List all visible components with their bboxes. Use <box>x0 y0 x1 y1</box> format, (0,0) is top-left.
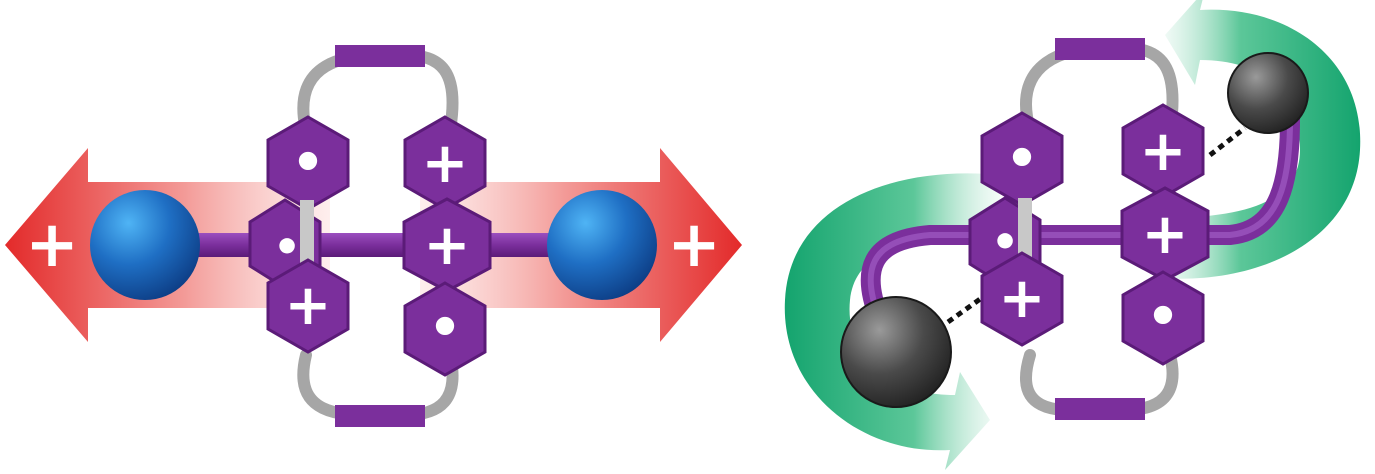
left-axle <box>140 233 605 257</box>
hexagon <box>403 281 487 377</box>
left-bottom-clip <box>335 405 425 427</box>
ring-mark: • <box>273 222 301 273</box>
ring-mark: + <box>1142 202 1189 267</box>
left-panel: + + • + + + • • <box>5 45 742 427</box>
ring-mark: • <box>991 217 1019 268</box>
left-top-clip <box>335 45 425 67</box>
green-arrow-top-right <box>1160 0 1361 279</box>
right-ring-left-column: • + <box>968 111 1064 347</box>
ring-mark: + <box>422 131 469 196</box>
hexagon <box>980 251 1064 347</box>
ring-mark: • <box>1146 287 1179 347</box>
left-blue-ball <box>90 190 200 300</box>
dashed-bond-top <box>1208 126 1247 157</box>
left-ring-right-column: + + • <box>402 115 492 377</box>
ring-mark: + <box>285 273 332 338</box>
ring-mark: + <box>424 213 471 278</box>
right-bottom-clip <box>1055 398 1145 420</box>
right-top-clip <box>1055 38 1145 60</box>
dashed-bond-bottom <box>946 289 992 325</box>
right-panel: • + + + • • <box>784 0 1361 470</box>
hexagon <box>1121 270 1205 366</box>
gray-ball-bottom <box>840 296 952 408</box>
green-arrow-bottom-left <box>784 173 1000 470</box>
hexagon <box>266 258 350 354</box>
ring-mark: • <box>291 133 324 193</box>
right-axle-highlight <box>867 117 1293 323</box>
gray-ball-top <box>1227 52 1309 134</box>
left-direction-mark: + <box>25 208 79 282</box>
right-blue-ball <box>547 190 657 300</box>
right-direction-mark: + <box>667 208 721 282</box>
right-ring-right-column: + + • <box>1120 103 1210 366</box>
left-ring-left-column: • + <box>248 115 350 354</box>
ring-mark: • <box>428 298 461 358</box>
green-rotation-arrows <box>784 0 1361 470</box>
ring-mark: + <box>1140 119 1187 184</box>
ring-mark: • <box>1005 129 1038 189</box>
ring-mark: + <box>999 266 1046 331</box>
